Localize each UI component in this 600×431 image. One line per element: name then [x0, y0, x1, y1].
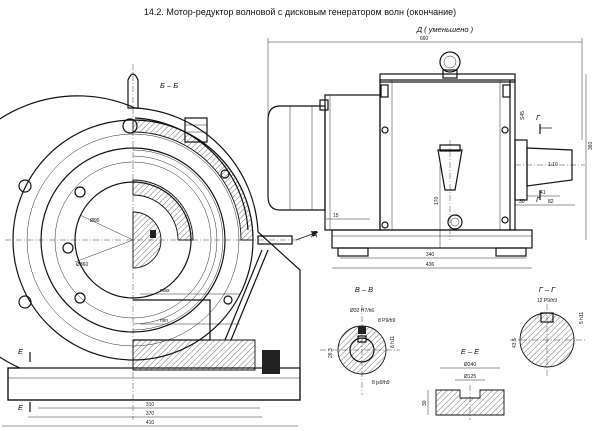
motor-body — [267, 105, 326, 211]
gearbox-housing — [379, 79, 516, 231]
housing-bolt — [381, 126, 389, 134]
g-marker-top: Г — [536, 113, 541, 122]
dim-436: 436 — [426, 262, 435, 268]
max-label: max — [160, 288, 170, 294]
side-section-view: Б – Б — [0, 64, 319, 427]
bolt-hole — [62, 242, 74, 254]
dim-310: 310 — [146, 402, 155, 408]
side-base — [7, 367, 301, 401]
dim-v-depth: 26,3 — [328, 348, 334, 358]
shaft-section-g — [519, 312, 575, 368]
section-v-label: В – В — [355, 285, 373, 294]
g-marker-bottom: Г — [536, 195, 541, 204]
bolt-hole — [74, 292, 86, 304]
dim-82: 82 — [548, 199, 554, 205]
bolt-hole — [18, 179, 32, 193]
dim-g-5: 5 h11 — [579, 312, 585, 324]
dim-15: 15 — [333, 213, 339, 219]
e-marker-top: Е — [18, 347, 24, 356]
section-e-label: Е – Е — [461, 347, 480, 356]
dim-v-bore: Ø32 H7/h6 — [350, 308, 374, 314]
dim-360-height: 360 — [588, 141, 594, 150]
lifting-eye — [127, 73, 139, 109]
front-base — [331, 229, 533, 249]
section-v: В – В Ø32 H7/h6 8 P9/h9 26,3 8 js9/h9 8 … — [320, 285, 400, 395]
section-e: Е – Е Ø240 Ø125 30 — [422, 347, 505, 420]
dim-30: 30 — [519, 199, 525, 205]
dim-d90: Ø90 — [90, 218, 100, 224]
housing-outline — [0, 95, 301, 401]
dim-e-30: 30 — [422, 400, 428, 406]
dim-s45: S45 — [520, 111, 526, 120]
dim-v-bottom: 8 js9/h9 — [372, 380, 390, 386]
dim-g-key: 12 P9/h9 — [537, 298, 557, 304]
dim-340: 340 — [426, 252, 435, 258]
dim-v-right: 8 h11 — [390, 336, 396, 348]
dim-660: 660 — [420, 36, 429, 42]
section-g-label: Г – Г — [539, 285, 556, 294]
top-bolt — [184, 117, 208, 143]
front-lifting-eye — [439, 51, 461, 73]
drain-plug — [447, 214, 463, 230]
bolt-hole — [220, 169, 230, 179]
dim-1-10: 1:10 — [548, 162, 558, 168]
section-g: Г – Г 12 P9/h9 43,5 5 h11 — [510, 285, 585, 378]
page-title: 14.2. Мотор-редуктор волновой с дисковым… — [144, 7, 456, 17]
dim-g-43: 43,5 — [512, 338, 518, 348]
foot-section-e — [435, 389, 505, 416]
front-view-label: Д ( уменьшено ) — [416, 25, 474, 34]
bolt-hole — [18, 295, 32, 309]
output-shaft — [514, 139, 528, 201]
side-section-label: Б – Б — [160, 81, 178, 90]
housing-bolt — [381, 221, 389, 229]
dim-v-key-top: 8 P9/h9 — [378, 318, 395, 324]
bolt-hole — [223, 295, 233, 305]
housing-bolt — [501, 216, 509, 224]
d-marker: Д — [311, 229, 318, 238]
min-label: min — [160, 318, 168, 324]
dim-170: 170 — [434, 196, 440, 205]
dim-d360: Ø360 — [76, 262, 88, 268]
dim-410: 410 — [146, 420, 155, 426]
e-marker-bottom: Е — [18, 403, 24, 412]
housing-bolt — [501, 126, 509, 134]
dim-370: 370 — [146, 411, 155, 417]
oil-plug — [437, 149, 463, 191]
dim-e-240: Ø240 — [464, 362, 476, 368]
bolt-hole — [74, 186, 86, 198]
dim-41: 41 — [540, 190, 546, 196]
dim-e-125: Ø125 — [464, 374, 476, 380]
front-view: Д ( уменьшено ) 660 — [267, 25, 594, 269]
